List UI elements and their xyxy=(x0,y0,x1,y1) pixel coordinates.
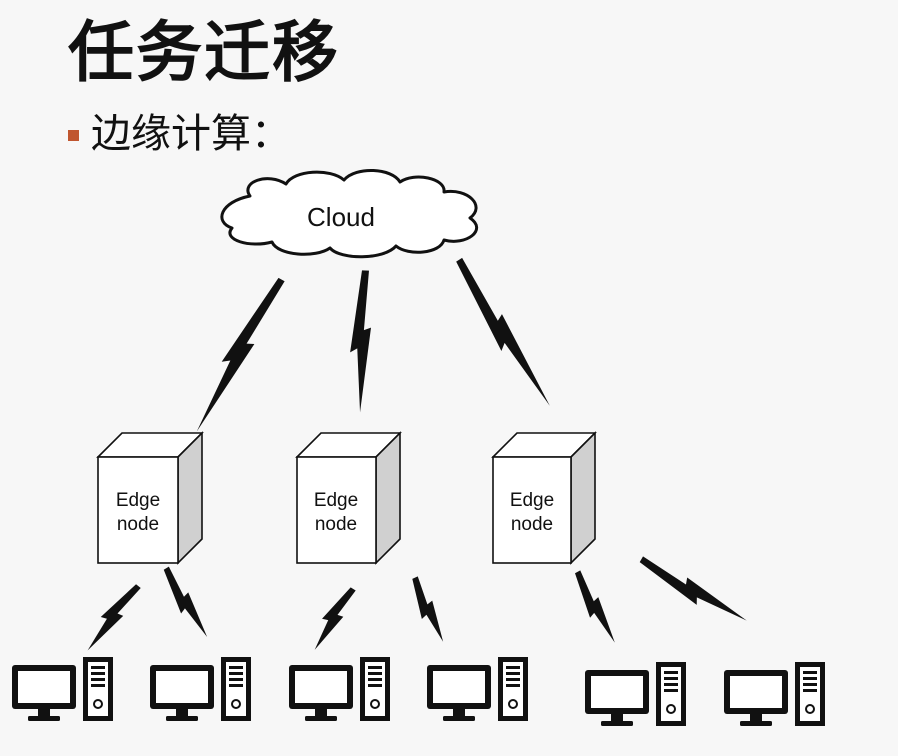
edge-node-2: Edge node xyxy=(295,431,402,565)
computer-terminal-icon xyxy=(723,661,826,727)
edge-node-label: Edge xyxy=(314,490,358,511)
lightning-link-icon xyxy=(568,568,621,648)
computer-terminal-icon xyxy=(11,656,114,722)
edge-device-links xyxy=(79,553,751,655)
lightning-link-icon xyxy=(348,270,373,413)
computer-terminal-icon xyxy=(288,656,391,722)
lightning-link-icon xyxy=(448,255,557,413)
edge-node-label: node xyxy=(315,514,357,535)
edge-node-label: Edge xyxy=(116,490,160,511)
cloud-icon: Cloud xyxy=(220,168,479,259)
cloud-label: Cloud xyxy=(307,202,375,232)
edge-node-label: node xyxy=(117,514,159,535)
bullet-item: 边缘计算： xyxy=(68,108,291,160)
lightning-link-icon xyxy=(79,579,144,655)
edge-node-3: Edge node xyxy=(491,431,597,565)
computer-terminal-icon xyxy=(149,656,252,722)
lightning-link-icon xyxy=(405,575,450,646)
lightning-link-icon xyxy=(186,273,289,436)
lightning-link-icon xyxy=(157,564,213,643)
computer-terminal-icon xyxy=(584,661,687,727)
slide-title: 任务迁移 xyxy=(68,14,340,91)
edge-node-label: node xyxy=(511,514,553,535)
terminals xyxy=(11,656,826,727)
lightning-link-icon xyxy=(635,553,751,631)
lightning-link-icon xyxy=(306,583,359,654)
bullet-text: 边缘计算： xyxy=(91,111,291,157)
computer-terminal-icon xyxy=(426,656,529,722)
edge-node-1: Edge node xyxy=(96,431,204,565)
bullet-marker xyxy=(68,129,79,141)
cloud-edge-links xyxy=(186,255,557,436)
edge-node-label: Edge xyxy=(510,490,554,511)
